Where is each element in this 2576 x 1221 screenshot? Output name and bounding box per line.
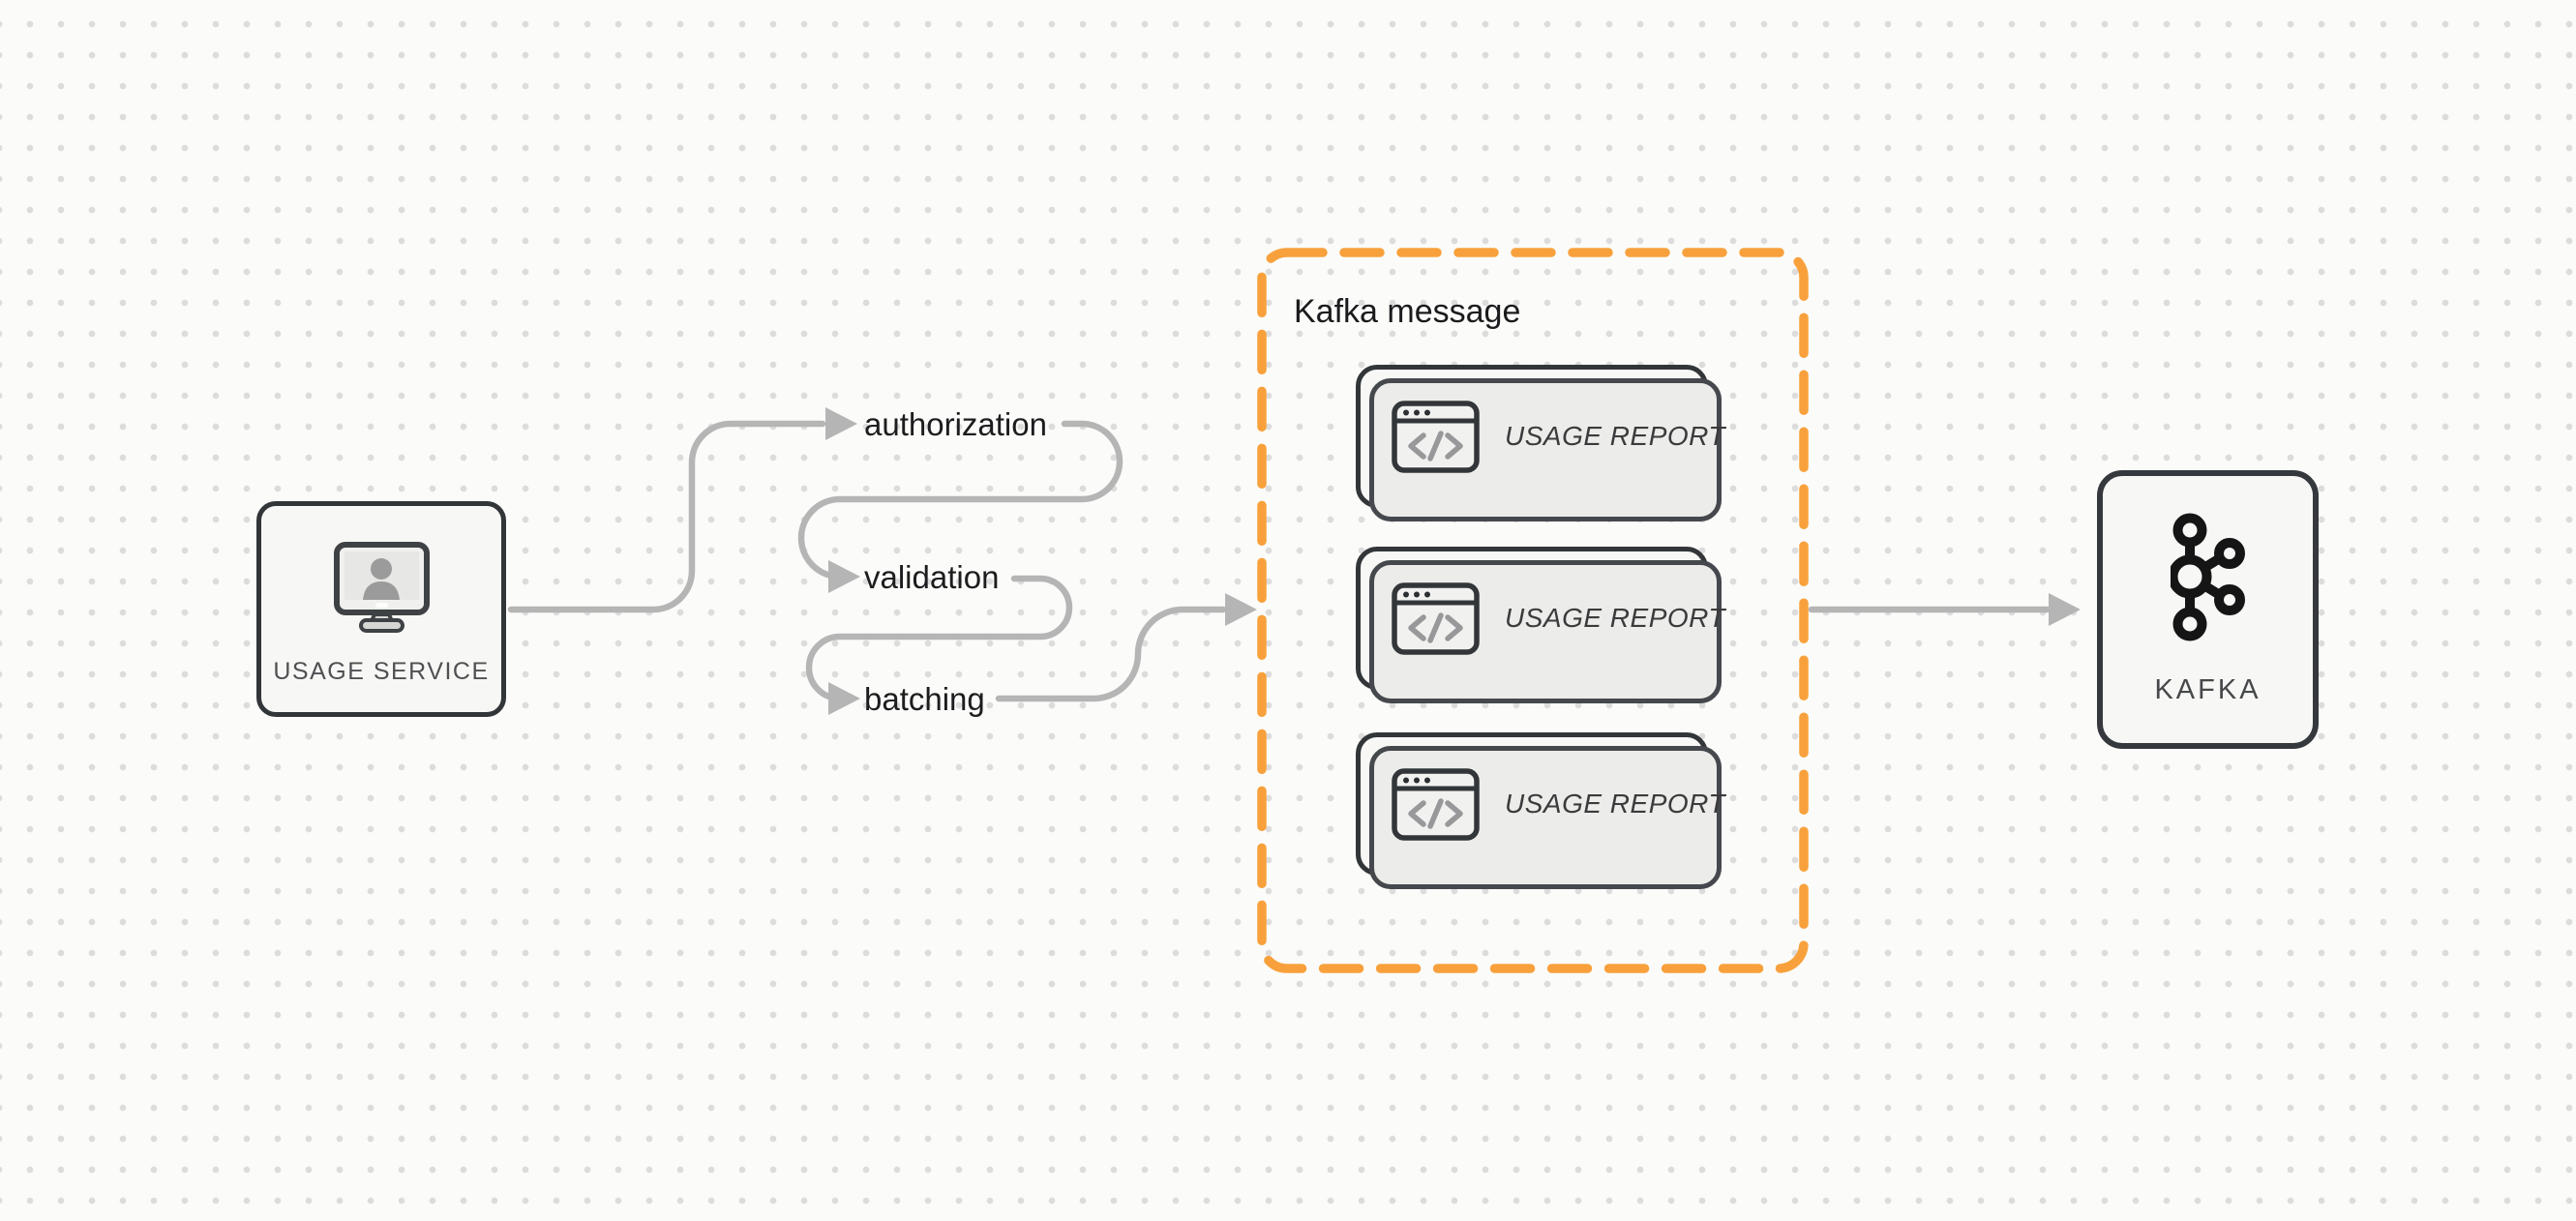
step-authorization-label: authorization [864, 406, 1047, 442]
arrowhead-authorization [825, 407, 857, 440]
arrowhead-kafka [2049, 593, 2081, 626]
usage-report-card: USAGE REPORT [1356, 547, 1724, 703]
code-window-icon [1392, 767, 1480, 841]
usage-service-label: USAGE SERVICE [273, 658, 490, 685]
connector-usage-to-authorization [507, 420, 826, 613]
kafka-node: KAFKA [2097, 470, 2319, 749]
kafka-logo-icon [2170, 513, 2245, 641]
arrowhead-validation [828, 560, 860, 593]
usage-report-label: USAGE REPORT [1505, 421, 1725, 451]
arrowhead-batching [828, 682, 860, 715]
usage-report-label: USAGE REPORT [1505, 789, 1725, 819]
connector-batching-to-group [995, 606, 1227, 702]
kafka-message-group-label: Kafka message [1294, 293, 1521, 330]
code-window-icon [1392, 400, 1480, 473]
arrowhead-group [1225, 593, 1257, 626]
usage-report-label: USAGE REPORT [1505, 603, 1725, 633]
step-validation-label: validation [864, 559, 1000, 595]
kafka-label: KAFKA [2154, 674, 2261, 705]
code-window-icon [1392, 581, 1480, 655]
usage-report-card: USAGE REPORT [1356, 732, 1724, 889]
connector-authorization-to-validation [797, 420, 1123, 581]
monitor-user-icon [333, 542, 430, 633]
step-batching-label: batching [864, 681, 985, 717]
usage-report-card: USAGE REPORT [1356, 365, 1724, 521]
usage-service-node: USAGE SERVICE [256, 501, 506, 717]
